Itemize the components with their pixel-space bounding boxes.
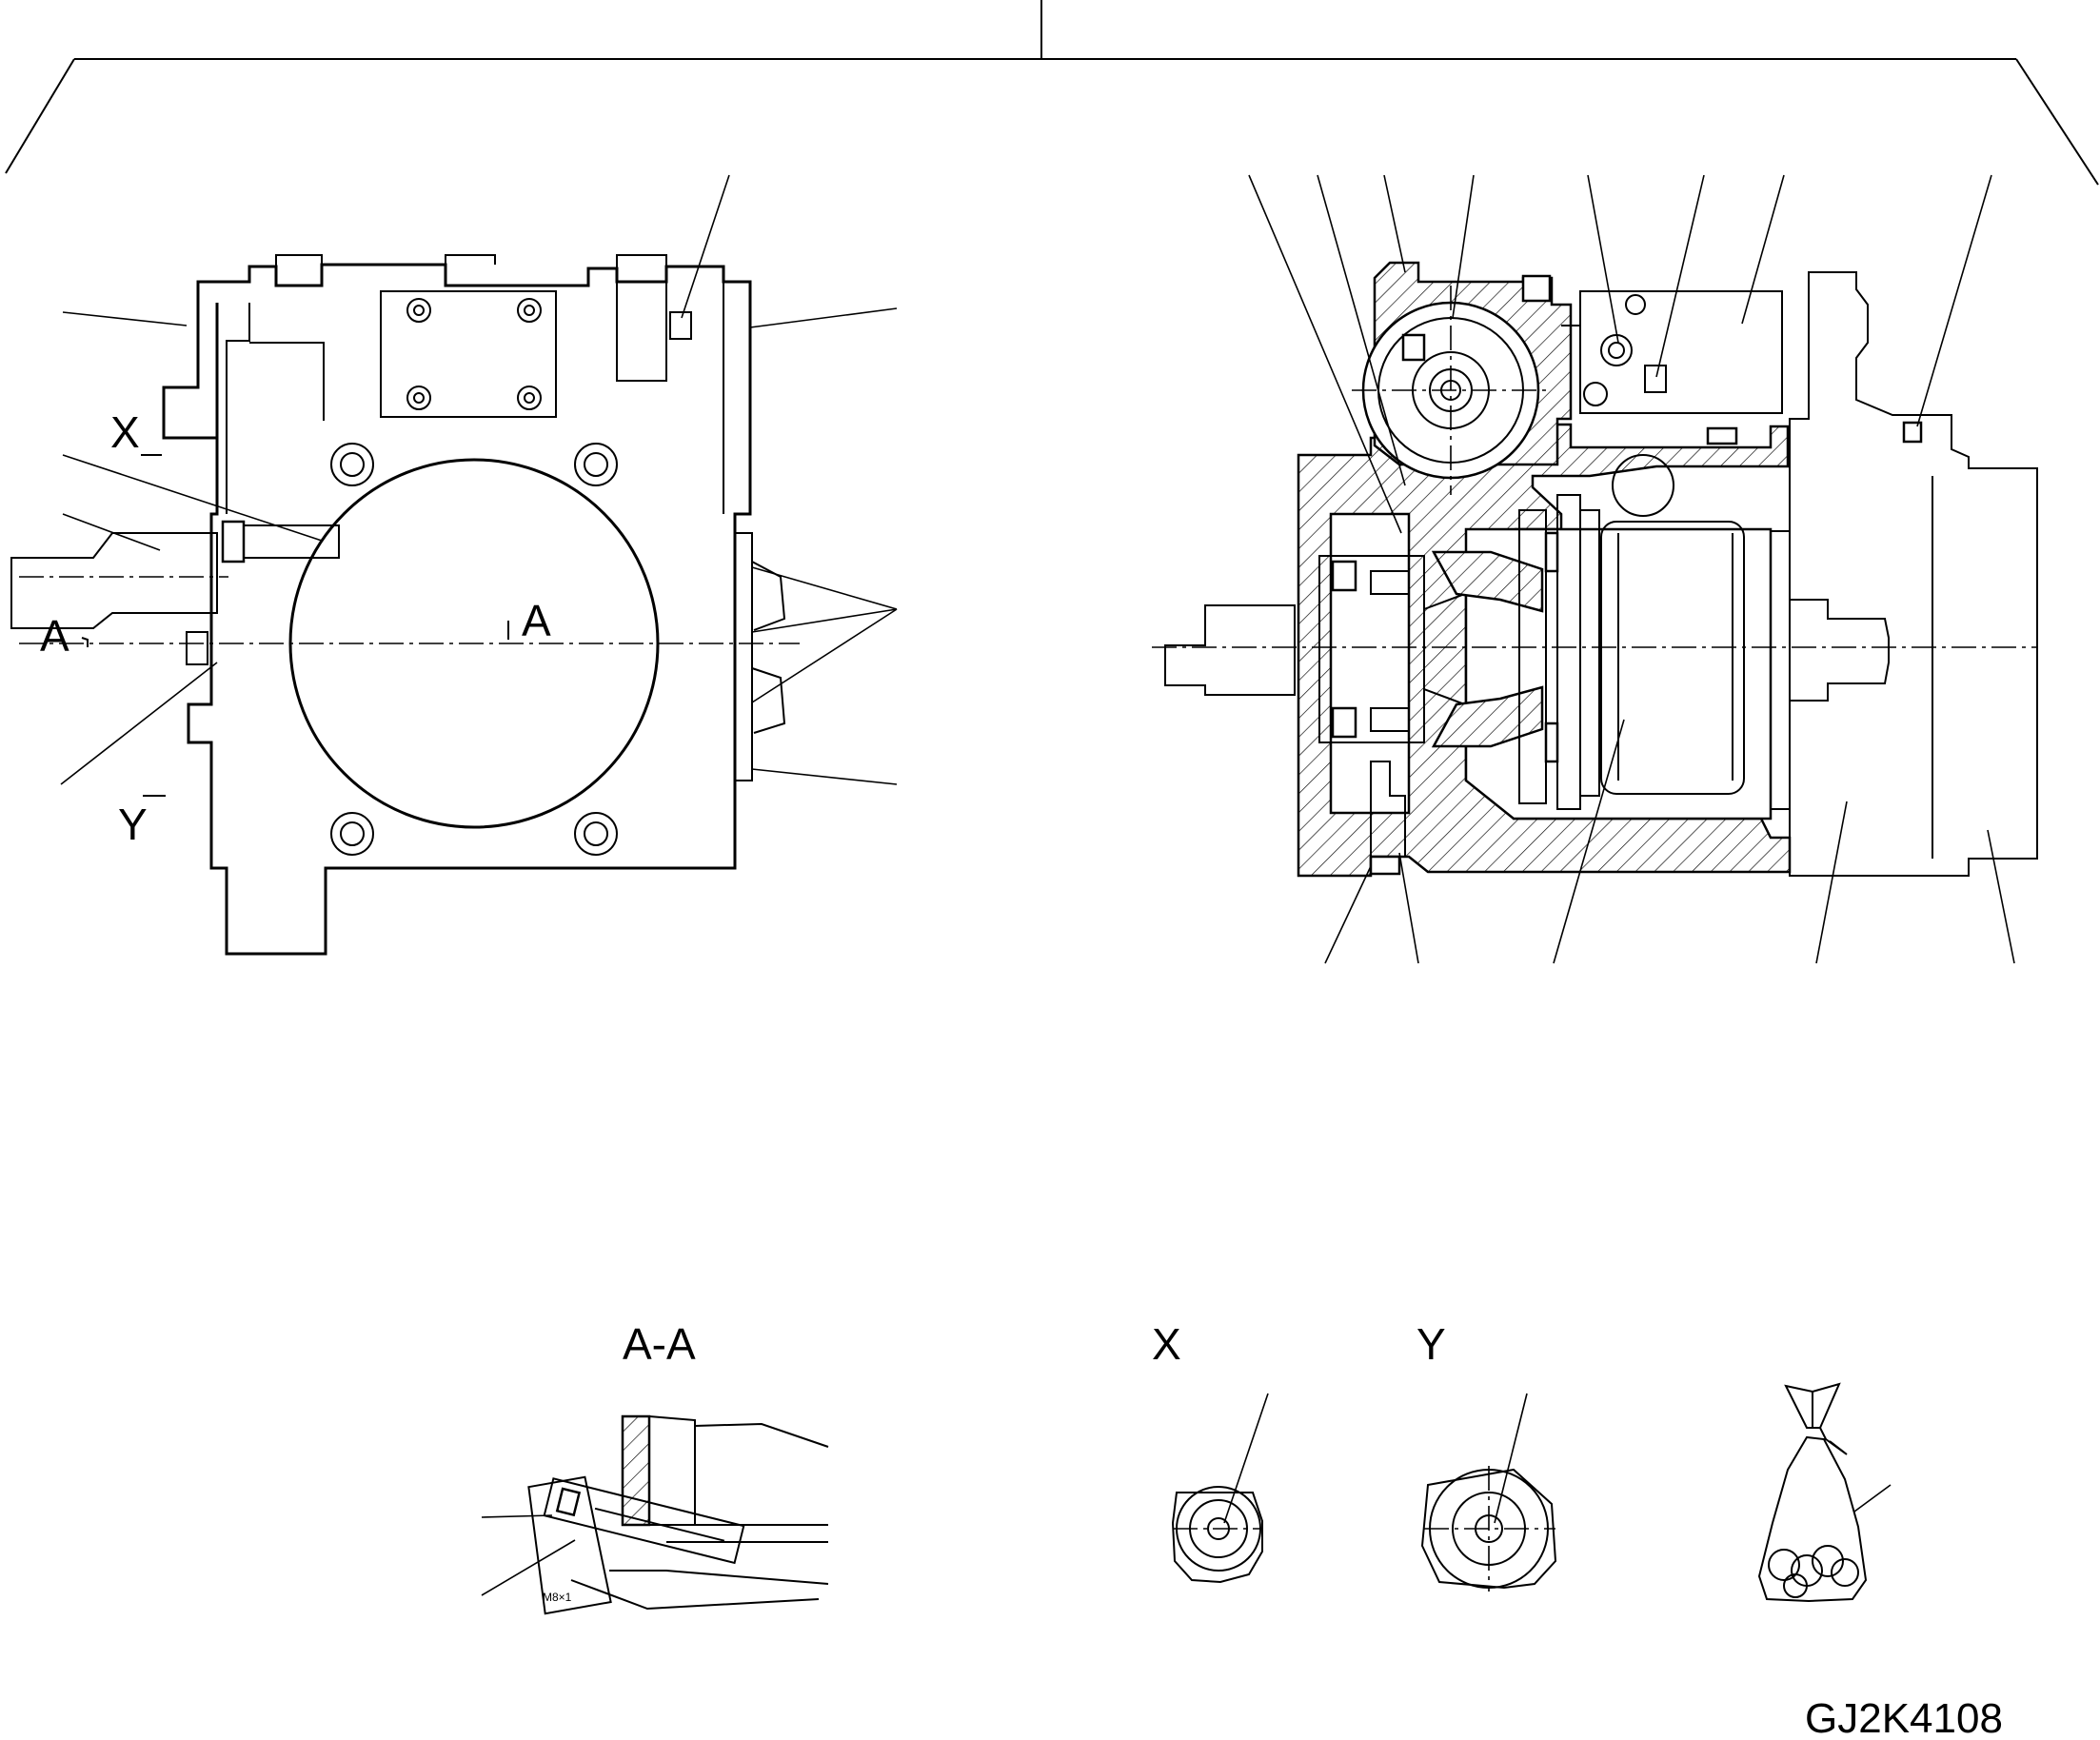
detail-x-view: X <box>1152 1319 1269 1584</box>
section-view <box>1152 174 2038 964</box>
assembly-bracket <box>5 0 2099 186</box>
section-valve-block <box>1579 290 1783 414</box>
section-end-cap <box>1789 271 2038 877</box>
drawing-code: GJ2K4108 <box>1805 1695 2003 1740</box>
detail-x-title: X <box>1152 1319 1181 1369</box>
detail-y-title: Y <box>1417 1319 1446 1369</box>
front-housing-outline <box>162 263 752 956</box>
section-view-leaders <box>1248 174 2015 964</box>
flange-bolts <box>330 443 618 856</box>
section-aa-view: A-A M8×1 <box>481 1319 829 1615</box>
detail-mark-y: Y <box>118 800 148 849</box>
input-shaft <box>10 532 218 629</box>
section-mark-right: A <box>522 596 551 645</box>
svg-text:M8×1: M8×1 <box>543 1591 572 1604</box>
side-ports <box>735 532 786 781</box>
detail-mark-x: X <box>110 407 140 457</box>
front-view: A A X Y <box>10 174 898 956</box>
section-output-shaft <box>1164 604 1296 696</box>
section-mark-left: A <box>40 611 69 661</box>
accessory-bag-icon <box>1757 1382 1892 1603</box>
valve-cover-plate <box>380 290 557 418</box>
section-aa-title: A-A <box>623 1319 696 1369</box>
front-view-leaders <box>60 174 898 785</box>
detail-y-view: Y <box>1417 1319 1557 1592</box>
